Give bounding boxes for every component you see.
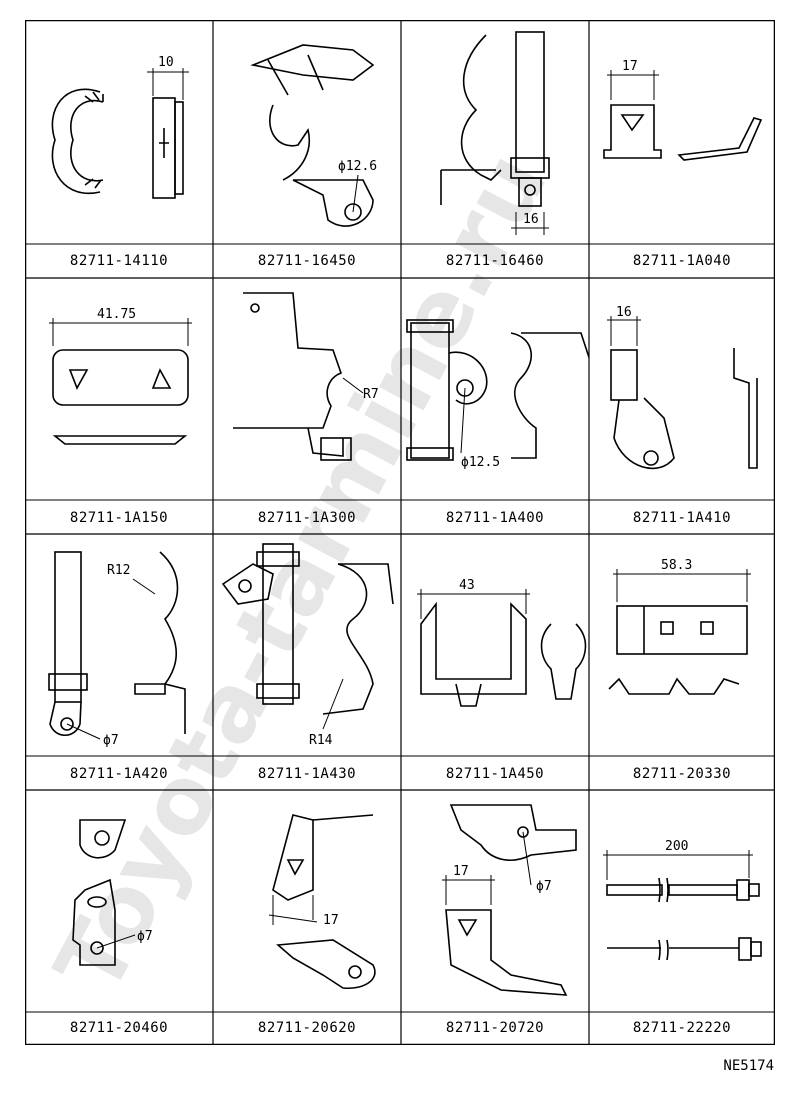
part-number: 82711-16450 (257, 253, 357, 269)
part-number: 82711-1A400 (445, 510, 545, 526)
dimension-label: 41.75 (97, 307, 136, 322)
part-number: 82711-1A410 (632, 510, 732, 526)
part-cell: 43 82711-1A450 (401, 534, 589, 790)
part-number: 82711-22220 (632, 1020, 732, 1036)
part-cell: 17 82711-20620 (213, 790, 401, 1045)
clamp-drawing: 17 (603, 59, 763, 161)
dimension-label: 43 (459, 578, 475, 593)
part-number: 82711-20720 (445, 1020, 545, 1036)
part-cell: 16 82711-1A410 (589, 278, 775, 534)
part-number: 82711-1A150 (69, 510, 169, 526)
parts-grid: 10 82711-14110 ϕ12.6 82711-16450 16 (25, 20, 775, 1045)
dimension-label: 10 (158, 55, 174, 70)
part-number: 82711-20330 (632, 766, 732, 782)
part-number: 82711-16460 (445, 253, 545, 269)
part-cell: R14 82711-1A430 (213, 534, 401, 790)
part-cell: ϕ12.6 82711-16450 (213, 20, 401, 278)
dimension-label: 16 (616, 305, 632, 320)
dimension-label: ϕ7 (536, 879, 552, 894)
dimension-label: R12 (107, 563, 130, 578)
clamp-drawing: R14 (221, 543, 394, 748)
clamp-drawing: R12 ϕ7 (48, 551, 186, 748)
part-number: 82711-14110 (69, 253, 169, 269)
dimension-label: ϕ7 (103, 733, 119, 748)
part-cell: 10 82711-14110 (25, 20, 213, 278)
part-cell: ϕ12.5 82711-1A400 (401, 278, 589, 534)
part-number: 82711-1A300 (257, 510, 357, 526)
part-number: 82711-20620 (257, 1020, 357, 1036)
clamp-drawing: ϕ7 (72, 819, 153, 966)
clamp-drawing: 43 (417, 578, 587, 707)
part-number: 82711-1A040 (632, 253, 732, 269)
part-cell: ϕ7 82711-20460 (25, 790, 213, 1045)
clamp-drawing: 16 (440, 31, 550, 235)
dimension-label: 58.3 (661, 558, 692, 573)
clamp-drawing: 17 (268, 814, 376, 990)
figure-code: NE5174 (723, 1058, 774, 1074)
part-number: 82711-20460 (69, 1020, 169, 1036)
part-cell: 17 82711-1A040 (589, 20, 775, 278)
grid-lines (25, 20, 775, 1045)
part-cell: 58.3 82711-20330 (589, 534, 775, 790)
part-cell: 41.75 82711-1A150 (25, 278, 213, 534)
clamp-drawing: ϕ12.5 (406, 319, 589, 470)
dimension-label: R7 (363, 387, 379, 402)
dimension-label: 200 (665, 839, 688, 854)
part-cell: 17 ϕ7 82711-20720 (401, 790, 589, 1045)
clamp-drawing: 41.75 (49, 307, 192, 445)
clamp-drawing: ϕ12.6 (250, 44, 377, 227)
dimension-label: R14 (309, 733, 333, 748)
dimension-label: ϕ12.6 (338, 159, 377, 174)
clamp-drawing: 16 (607, 305, 758, 470)
clamp-drawing: 10 (51, 55, 189, 199)
clamp-drawing: 58.3 (608, 558, 751, 695)
part-cell: 16 82711-16460 (401, 20, 589, 278)
part-number: 82711-1A420 (69, 766, 169, 782)
part-cell: R12 ϕ7 82711-1A420 (25, 534, 213, 790)
dimension-label: 17 (453, 864, 469, 879)
part-number: 82711-1A430 (257, 766, 357, 782)
dimension-label: ϕ12.5 (461, 455, 500, 470)
dimension-label: 17 (323, 913, 339, 928)
part-cell: 200 82711-22220 (589, 790, 775, 1045)
part-cell: R7 82711-1A300 (213, 278, 401, 534)
clamp-drawing: 17 ϕ7 (442, 804, 577, 996)
dimension-label: 16 (523, 212, 539, 227)
clamp-drawing: 200 (603, 839, 762, 961)
clamp-drawing: R7 (233, 292, 379, 461)
part-number: 82711-1A450 (445, 766, 545, 782)
dimension-label: 17 (622, 59, 638, 74)
dimension-label: ϕ7 (137, 929, 153, 944)
